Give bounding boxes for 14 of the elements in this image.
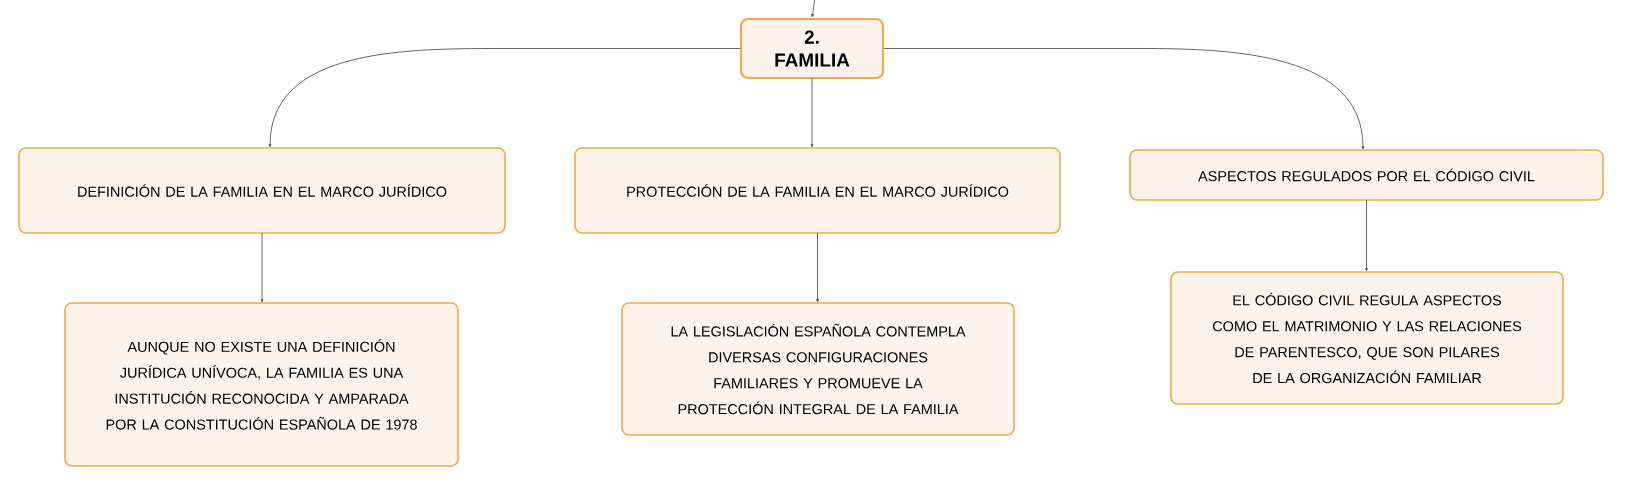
title-box: 2. FAMILIA bbox=[739, 17, 885, 80]
arrow bbox=[260, 232, 264, 303]
arrow bbox=[810, 77, 814, 148]
topic-box: DEFINICIÓN DE LA FAMILIA EN EL MARCO JURÍDICO bbox=[18, 147, 506, 234]
topic-box: ASPECTOS REGULADOS POR EL CÓDIGO CIVIL bbox=[1129, 149, 1604, 201]
arrow bbox=[1365, 199, 1368, 272]
description-box: LA LEGISLACIÓN ESPAÑOLA CONTEMPLA DIVERSAS CONFIGURACIONES FAMILIARES Y PROMUEVE LA PROTECCIÓN INTEGRAL DE LA FAMILIA bbox=[621, 302, 1015, 436]
description-box: AUNQUE NO EXISTE UNA DEFINICIÓN JURÍDICA UNÍVOCA, LA FAMILIA ES UNA INSTITUCIÓN RECONOCIDA Y AMPARADA POR LA CONSTITUCIÓN ESPAÑOLA DE 1978 bbox=[64, 302, 459, 467]
description-box: EL CÓDIGO CIVIL REGULA ASPECTOS COMO EL MATRIMONIO Y LAS RELACIONES DE PARENTESCO, QUE SON PILARES DE LA ORGANIZACIÓN FAMILIAR bbox=[1170, 271, 1564, 405]
arrow bbox=[883, 48, 1365, 150]
arrow bbox=[811, 0, 816, 18]
topic-box: PROTECCIÓN DE LA FAMILIA EN EL MARCO JURÍDICO bbox=[574, 147, 1061, 234]
arrow bbox=[816, 232, 819, 303]
arrow bbox=[268, 48, 741, 148]
